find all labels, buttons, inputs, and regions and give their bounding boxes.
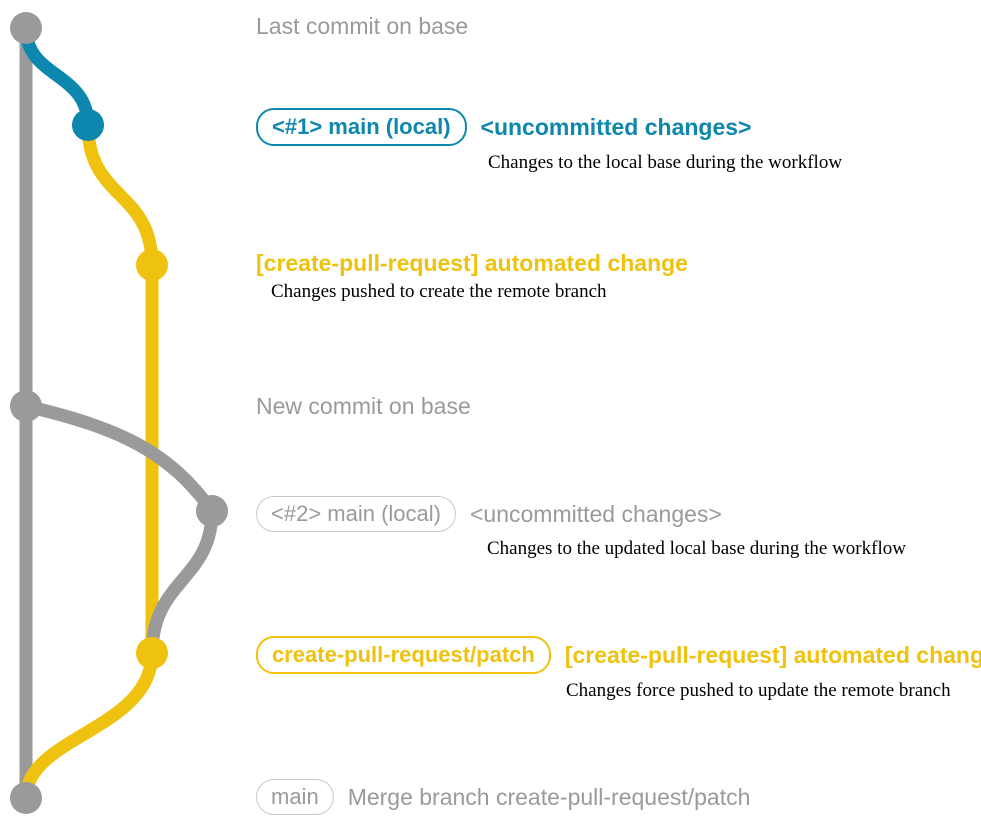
- commit-note-local-main-2: Changes to the updated local base during…: [487, 538, 906, 560]
- commit-subject-local-main-1: <uncommitted changes>: [480, 113, 752, 140]
- commit-row-last-commit-on-base: Last commit on base: [0, 14, 981, 38]
- ref-badge-merge-commit[interactable]: main: [256, 779, 334, 816]
- commit-note-local-main-1: Changes to the local base during the wor…: [488, 152, 843, 174]
- commit-note-automated-change-update: Changes force pushed to update the remot…: [566, 680, 951, 702]
- commit-row-head: <#2> main (local) <uncommitted changes>: [0, 496, 981, 533]
- commit-node-new-commit-on-base[interactable]: [10, 390, 42, 422]
- commit-row-automated-change-update: create-pull-request/patch [create-pull-re…: [0, 636, 981, 702]
- commit-node-last-commit-on-base[interactable]: [10, 12, 42, 44]
- graph-edge-yellow-merge-in: [19, 646, 159, 805]
- commit-row-new-commit-on-base: New commit on base: [0, 394, 981, 418]
- commit-subject-automated-change-update: [create-pull-request] automated change: [564, 641, 981, 668]
- commit-node-local-main-1[interactable]: [72, 109, 104, 141]
- commit-node-automated-change-update[interactable]: [136, 637, 168, 669]
- graph-edge-gray-branch-out: [19, 399, 219, 518]
- graph-edge-yellow-from-teal: [81, 118, 159, 272]
- commit-subject-last-commit-on-base: Last commit on base: [256, 13, 469, 39]
- commit-row-head: Last commit on base: [0, 14, 981, 38]
- graph-edge-gray-rejoin: [145, 504, 219, 660]
- commit-subject-automated-change-create: [create-pull-request] automated change: [256, 250, 688, 276]
- commit-note-automated-change-create: Changes pushed to create the remote bran…: [271, 281, 607, 303]
- ref-badge-local-main-1[interactable]: <#1> main (local): [256, 108, 467, 147]
- commit-node-merge-commit[interactable]: [10, 782, 42, 814]
- commit-subject-new-commit-on-base: New commit on base: [256, 393, 471, 419]
- commit-row-head: New commit on base: [0, 394, 981, 418]
- commit-row-local-main-2: <#2> main (local) <uncommitted changes> Ch…: [0, 496, 981, 560]
- graph-nodes: [10, 12, 228, 814]
- commit-row-head: [create-pull-request] automated change: [0, 251, 981, 275]
- commit-row-head: <#1> main (local) <uncommitted changes>: [0, 108, 981, 147]
- ref-badge-local-main-2[interactable]: <#2> main (local): [256, 496, 456, 533]
- commit-row-head: main Merge branch create-pull-request/pat…: [0, 779, 981, 816]
- ref-badge-automated-change-update[interactable]: create-pull-request/patch: [256, 636, 551, 675]
- commit-subject-local-main-2: <uncommitted changes>: [469, 500, 722, 527]
- commit-node-automated-change-create[interactable]: [136, 249, 168, 281]
- commit-row-local-main-1: <#1> main (local) <uncommitted changes> Ch…: [0, 108, 981, 174]
- commit-subject-merge-commit: Merge branch create-pull-request/patch: [347, 783, 751, 810]
- commit-node-local-main-2[interactable]: [196, 495, 228, 527]
- commit-row-merge-commit: main Merge branch create-pull-request/pat…: [0, 779, 981, 816]
- commit-row-head: create-pull-request/patch [create-pull-re…: [0, 636, 981, 675]
